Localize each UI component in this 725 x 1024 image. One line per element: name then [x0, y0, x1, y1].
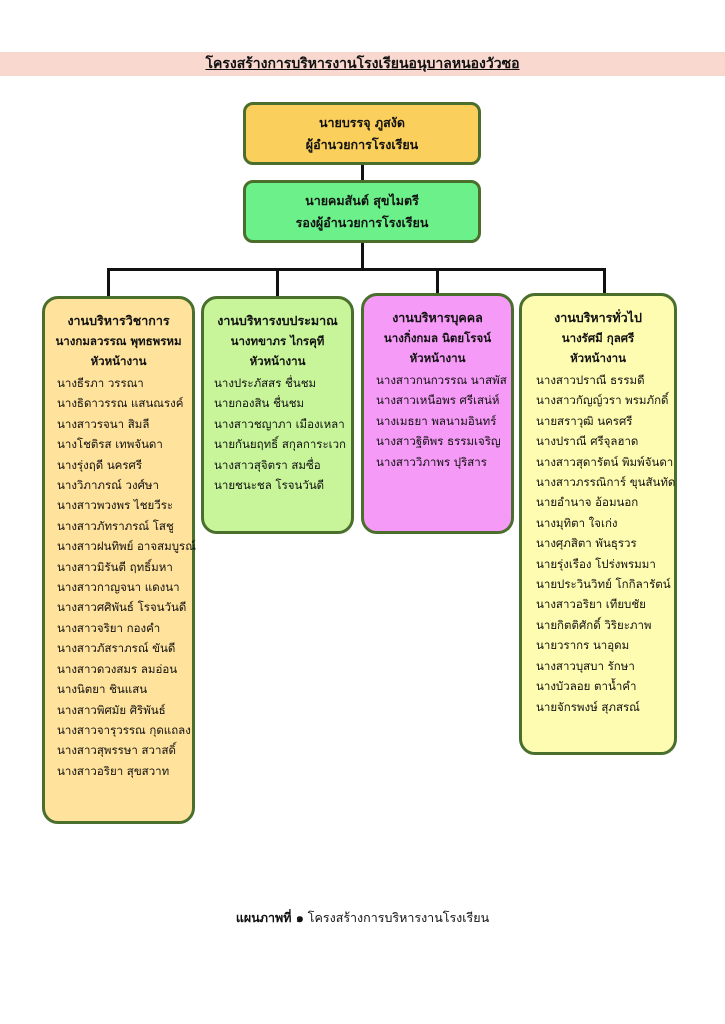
member-list: นางสาวกนกวรรณ นาสพัสนางสาวเหนือพร ศรีเสน…	[364, 370, 511, 472]
caption-text: โครงสร้างการบริหารงานโรงเรียน	[307, 910, 490, 925]
member-item: นางสาวสุดารัตน์ พิมพ์จันดา	[536, 454, 674, 469]
member-item: นางสาวภัทราภรณ์ โสชู	[57, 518, 174, 533]
deputy-position: รองผู้อำนวยการโรงเรียน	[295, 214, 429, 230]
member-item: นางธิดาวรรณ แสนณรงค์	[57, 396, 184, 411]
dept-head-role: หัวหน้างาน	[249, 354, 306, 368]
member-item: นางสาวบุสบา รักษา	[536, 658, 635, 673]
figure-caption: แผนภาพที่ ๑ โครงสร้างการบริหารงานโรงเรีย…	[0, 908, 725, 928]
director-name: นายบรรจุ ภูสงัด	[318, 114, 406, 130]
dept-budget: งานบริหารงบประมาณ นางทขาภร ไกรคุที หัวหน…	[201, 296, 354, 534]
member-item: นายวรากร นาอุดม	[536, 638, 630, 653]
dept-head-role: หัวหน้างาน	[570, 351, 626, 365]
dept-head-role: หัวหน้างาน	[409, 351, 466, 365]
dept-academic: งานบริหารวิชาการ นางกมลวรรณ พุทธพรหม หัว…	[42, 296, 196, 824]
member-item: นางสาวจารุวรรณ กุดแถลง	[57, 722, 191, 737]
member-item: นางสาวชญาภา เมืองเหลา	[214, 416, 345, 431]
dept-head-name: นางกมลวรรณ พุทธพรหม	[55, 334, 182, 348]
member-item: นางธีรภา วรรณา	[57, 376, 144, 390]
connector-general	[603, 268, 606, 293]
member-item: นายรุ่งเรือง โปร่งพรมมา	[536, 556, 656, 571]
connector-deputy-down	[361, 243, 364, 269]
member-item: นางบัวลอย ตาน้ำคำ	[536, 679, 637, 694]
dept-head-name: นางรัศมี กุลศรี	[561, 331, 635, 345]
connector-budget	[276, 268, 279, 296]
member-item: นายกันยฤทธิ์ สกุลการะเวก	[214, 437, 346, 452]
member-item: นางสาวอริยา เทียบชัย	[536, 597, 646, 612]
dept-title: งานบริหารงบประมาณ	[217, 313, 338, 328]
member-item: นายชนะชล โรจนวันดี	[214, 478, 325, 493]
title-band	[0, 52, 725, 76]
dept-personnel: งานบริหารบุคคล นางกิ่งกมล นิตยโรจน์ หัวห…	[361, 293, 514, 534]
member-item: นายจักรพงษ์ สุภสรณ์	[536, 699, 640, 714]
connector-director-deputy	[361, 165, 364, 180]
member-item: นางสาวกนกวรรณ นาสพัส	[376, 373, 507, 387]
member-item: นางวิภาภรณ์ วงศ์ษา	[57, 478, 159, 493]
member-item: นางสาวพิศมัย ศิริพันธ์	[57, 702, 166, 717]
member-item: นายอำนาจ อ้อมนอก	[536, 495, 639, 510]
member-item: นางสาวภรรณิการ์ ขุนสันทัด	[536, 475, 676, 490]
member-item: นางศุภสิตา พันธุรวร	[536, 536, 637, 551]
member-item: นางสาวศศิพันธ์ โรจนวันดี	[57, 600, 187, 615]
member-item: นางสาวกาญจนา แดงนา	[57, 580, 180, 595]
member-item: นายกิตติศักดิ์ วิริยะภาพ	[536, 617, 652, 632]
member-item: นางสาวดวงสมร ลมอ่อน	[57, 661, 178, 676]
dept-title: งานบริหารบุคคล	[392, 310, 483, 325]
member-item: นางสาวภัสราภรณ์ ขันดี	[57, 641, 176, 656]
caption-label: แผนภาพที่ ๑	[235, 910, 304, 925]
connector-personnel	[436, 268, 439, 293]
member-item: นางเมธยา พลนามอินทร์	[376, 413, 497, 428]
dept-title: งานบริหารวิชาการ	[67, 313, 170, 328]
member-item: นางสาวจริยา กองคำ	[57, 620, 161, 635]
deputy-name: นายคมสันต์ สุขไมตรี	[305, 192, 419, 208]
director-position: ผู้อำนวยการโรงเรียน	[305, 136, 419, 152]
page-title: โครงสร้างการบริหารงานโรงเรียนอนุบาลหนองว…	[205, 56, 520, 72]
dept-title: งานบริหารทั่วไป	[554, 310, 642, 325]
member-item: นางสาวพวงพร ไชยวีระ	[57, 498, 174, 513]
connector-horizontal	[107, 268, 606, 271]
member-item: นางสาวกัญญ์วรา พรมภักดิ์	[536, 393, 669, 408]
member-item: นางสาวฐิติพร ธรรมเจริญ	[376, 434, 501, 449]
member-list: นางธีรภา วรรณานางธิดาวรรณ แสนณรงค์นางสาว…	[45, 373, 196, 781]
member-item: นางสาวสุพรรษา สวาสดิ์	[57, 743, 176, 758]
member-list: นางประภัสสร ชื่นชมนายกองสิน ชื่นชมนางสาว…	[204, 373, 351, 495]
member-item: นางปราณี ศรีจุลฮาด	[536, 434, 639, 449]
director-box: นายบรรจุ ภูสงัด ผู้อำนวยการโรงเรียน	[243, 102, 481, 165]
dept-head-name: นางทขาภร ไกรคุที	[230, 334, 325, 348]
member-item: นางสาววิภาพร ปุริสาร	[376, 454, 487, 469]
dept-head-role: หัวหน้างาน	[90, 354, 147, 368]
member-item: นายกองสิน ชื่นชม	[214, 396, 305, 411]
member-item: นางสาวรจนา สิมลี	[57, 416, 150, 431]
member-item: นางสาวอริยา สุขสวาท	[57, 763, 170, 778]
member-item: นางโชติรส เทพจันดา	[57, 437, 163, 452]
member-item: นางนิตยา ชินแสน	[57, 682, 148, 697]
member-item: นางสาวมิรันตี ฤทธิ์มหา	[57, 559, 173, 574]
member-list: นางสาวปราณี ธรรมดีนางสาวกัญญ์วรา พรมภักด…	[522, 370, 676, 717]
member-item: นายสราวุฒิ นครศรี	[536, 413, 633, 428]
deputy-box: นายคมสันต์ สุขไมตรี รองผู้อำนวยการโรงเรี…	[243, 180, 481, 243]
connector-academic	[107, 268, 110, 296]
member-item: นางสาวเหนือพร ศรีเสน่ห์	[376, 393, 500, 408]
member-item: นางสาวปราณี ธรรมดี	[536, 373, 645, 387]
member-item: นางประภัสสร ชื่นชม	[214, 376, 317, 390]
member-item: นางสาวสุจิตรา สมซื่อ	[214, 457, 321, 472]
member-item: นางรุ่งฤดี นครศรี	[57, 457, 143, 472]
member-item: นายประวินวิทย์ โกกิลารัตน์	[536, 577, 671, 592]
dept-head-name: นางกิ่งกมล นิตยโรจน์	[383, 331, 492, 345]
member-item: นางมุทิตา ใจเก่ง	[536, 515, 618, 530]
member-item: นางสาวฝนทิพย์ อาจสมบูรณ์	[57, 539, 196, 554]
dept-general: งานบริหารทั่วไป นางรัศมี กุลศรี หัวหน้าง…	[519, 293, 677, 755]
